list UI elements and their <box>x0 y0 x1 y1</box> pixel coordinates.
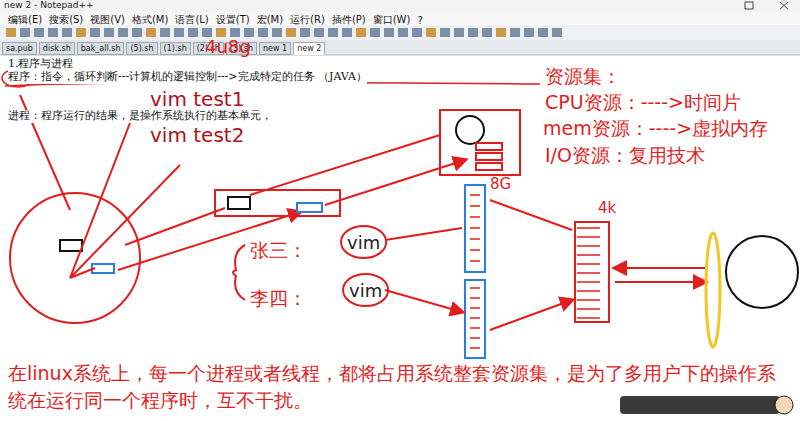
resource-item: CPU资源：---->时间片 <box>545 92 741 114</box>
node-text: vim <box>347 232 380 253</box>
menu-item: 视图(V) <box>90 13 125 27</box>
resource-item: mem资源：---->虚拟内存 <box>543 118 768 140</box>
size-note: 4k <box>598 200 616 217</box>
editor-line: 1.程序与进程 <box>8 58 74 71</box>
window-title: new 2 - Notepad++ <box>4 0 94 10</box>
editor-line: 程序：指令，循环判断---计算机的逻辑控制--->完成特定的任务 （JAVA） <box>8 71 367 84</box>
file-tab: (5).sh <box>126 42 157 55</box>
size-note: 8G <box>490 176 511 193</box>
menu-item: 窗口(W) <box>373 13 411 27</box>
summary-note: 在linux系统上，每一个进程或者线程，都将占用系统整套资源集，是为了多用户下的… <box>8 360 793 413</box>
user-name: 张三： <box>250 240 307 262</box>
node-text: vim <box>349 280 382 301</box>
file-tab: disk.sh <box>39 42 75 55</box>
menu-item: ? <box>417 15 422 26</box>
handwritten-note: 4u8g <box>205 37 251 58</box>
menu-item: 编辑(E) <box>8 13 42 27</box>
editor-line: 进程：程序运行的结果，是操作系统执行的基本单元， <box>8 110 272 123</box>
resource-heading: 资源集： <box>545 66 621 88</box>
file-tab: sa.pub <box>2 42 37 55</box>
menu-item: 运行(R) <box>290 13 325 27</box>
user-name: 李四： <box>250 288 307 310</box>
process-circle: vim <box>340 225 387 259</box>
command-note: vim test2 <box>150 124 244 147</box>
menu-item: 宏(M) <box>257 13 283 27</box>
menu-item: 设置(T) <box>216 13 250 27</box>
menu-item: 搜索(S) <box>49 13 83 27</box>
menu-bar: 编辑(E) 搜索(S) 视图(V) 格式(M) 语言(L) 设置(T) 宏(M) 运行(R) 插… <box>8 13 430 27</box>
file-tab: (1).sh <box>160 42 191 55</box>
file-tab: new 2 <box>293 42 325 55</box>
menu-item: 格式(M) <box>132 13 168 27</box>
process-circle: vim <box>342 273 389 307</box>
tab-bar: sa.pubdisk.shbak_all.sh(5).sh(1).sh(2).s… <box>2 42 327 55</box>
menu-item: 语言(L) <box>175 13 208 27</box>
file-tab: new 1 <box>259 42 291 55</box>
resource-item: I/O资源：复用技术 <box>545 145 705 167</box>
file-tab: bak_all.sh <box>77 42 125 55</box>
menu-item: 插件(P) <box>332 13 366 27</box>
command-note: vim test1 <box>150 88 244 111</box>
